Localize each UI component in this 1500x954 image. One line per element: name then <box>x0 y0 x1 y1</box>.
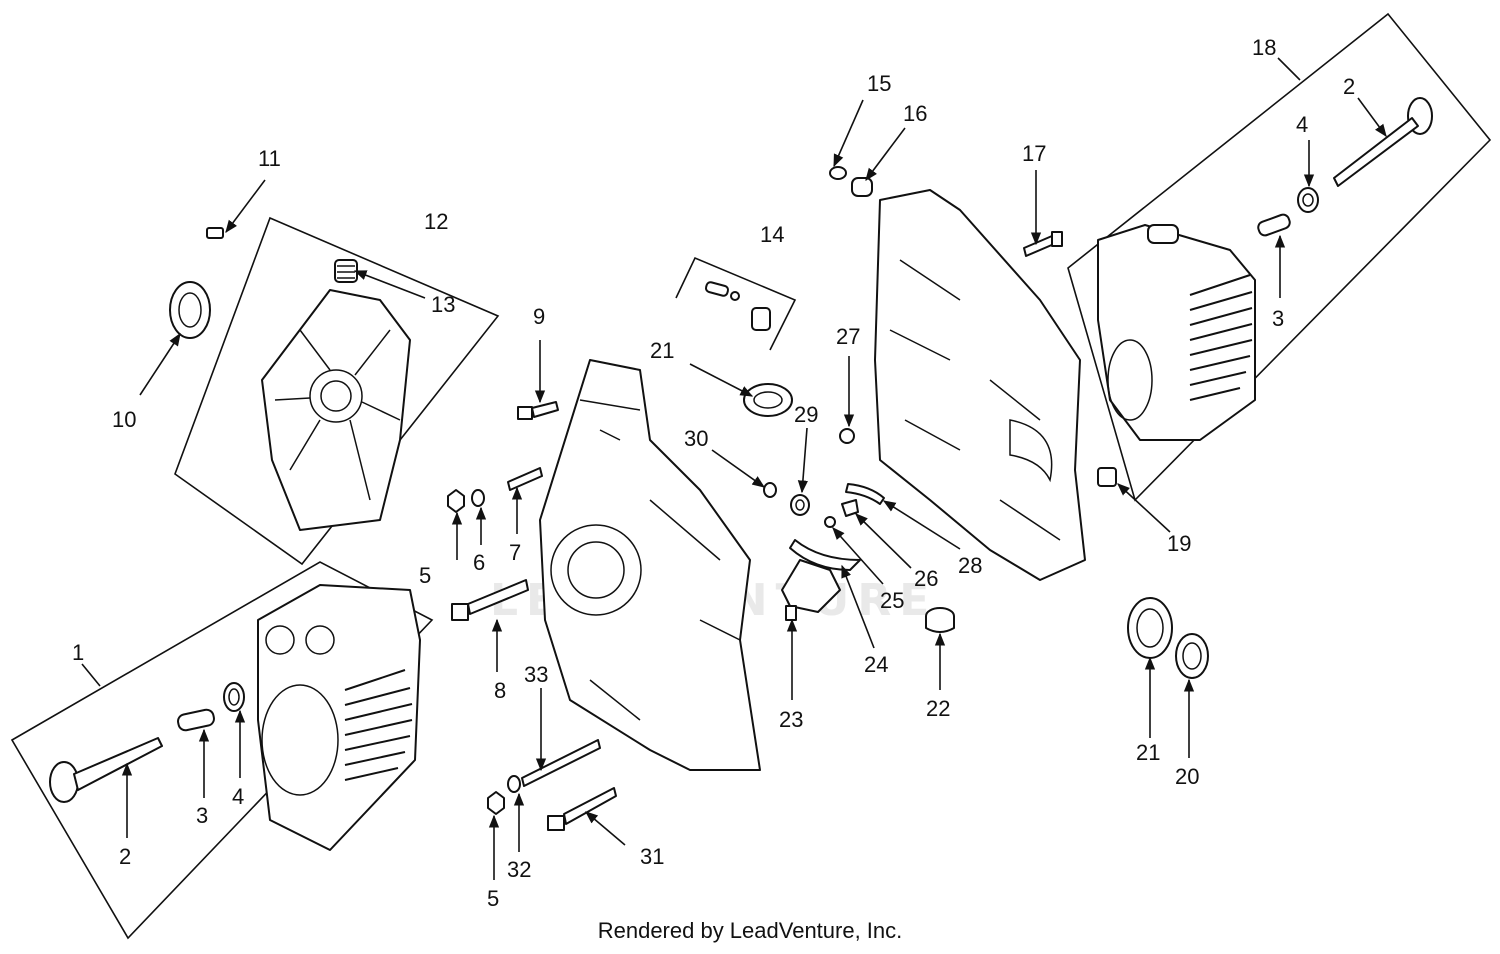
dowel-15 <box>829 166 847 180</box>
callout-20: 20 <box>1175 764 1199 789</box>
callout-27: 27 <box>836 324 860 349</box>
bolt-31 <box>547 787 617 831</box>
group-box-18 <box>1067 12 1492 502</box>
callout-28: 28 <box>958 553 982 578</box>
screw-25 <box>824 516 836 528</box>
gear-cover <box>261 289 411 531</box>
clip-26 <box>841 499 859 517</box>
bushing-16 <box>851 177 873 197</box>
tube-28 <box>845 483 885 505</box>
cylinder-right <box>1097 224 1256 441</box>
leader-lines <box>81 57 1387 880</box>
footer-credit: Rendered by LeadVenture, Inc. <box>597 918 903 943</box>
callout-labels: 1 2 3 4 5 6 7 8 9 10 11 12 13 14 15 16 1… <box>72 35 1355 911</box>
oring-27 <box>839 428 855 444</box>
pin-14a <box>704 281 740 301</box>
plug-13 <box>334 259 358 283</box>
bolt-9 <box>517 401 559 420</box>
callout-21-lower: 21 <box>1136 740 1160 765</box>
callout-2-right: 2 <box>1343 74 1355 99</box>
callout-5-lower: 5 <box>487 886 499 911</box>
seal-4-left <box>223 682 245 712</box>
callout-26: 26 <box>914 566 938 591</box>
callout-21-upper: 21 <box>650 338 674 363</box>
callout-29: 29 <box>794 402 818 427</box>
callout-19: 19 <box>1167 531 1191 556</box>
callout-22: 22 <box>926 696 950 721</box>
stud-17 <box>1023 231 1063 257</box>
callout-24: 24 <box>864 652 888 677</box>
callout-5-upper: 5 <box>419 563 431 588</box>
guide-3-left <box>177 708 215 732</box>
callout-32: 32 <box>507 857 531 882</box>
oil-seal-10 <box>169 281 211 339</box>
callout-4-right: 4 <box>1296 112 1308 137</box>
callout-18: 18 <box>1252 35 1276 60</box>
plug-22 <box>925 607 955 633</box>
group-box-14 <box>675 256 797 351</box>
washer-6 <box>471 489 485 507</box>
callout-6: 6 <box>473 550 485 575</box>
grommet-29 <box>790 494 810 516</box>
breather-23 <box>781 559 841 621</box>
sleeve-14b <box>751 307 771 331</box>
washer-30 <box>763 482 777 498</box>
callout-7: 7 <box>509 540 521 565</box>
callout-3-left: 3 <box>196 803 208 828</box>
valve-2-left <box>49 737 163 803</box>
group-box-1 <box>10 561 434 940</box>
callout-14: 14 <box>760 222 784 247</box>
callout-4-left: 4 <box>232 784 244 809</box>
callout-16: 16 <box>903 101 927 126</box>
callout-30: 30 <box>684 426 708 451</box>
callout-31: 31 <box>640 844 664 869</box>
plug-19 <box>1097 467 1117 487</box>
crankcase-right <box>874 189 1086 581</box>
nut-5-lower <box>487 791 505 815</box>
washer-32 <box>507 775 521 793</box>
callout-1: 1 <box>72 640 84 665</box>
seal-4-right <box>1297 187 1319 213</box>
bearing-21-upper <box>743 383 793 417</box>
cylinder-left <box>257 584 421 851</box>
callout-8: 8 <box>494 678 506 703</box>
seal-20 <box>1175 633 1209 679</box>
callout-23: 23 <box>779 707 803 732</box>
bearing-21-lower <box>1127 597 1173 659</box>
callout-33: 33 <box>524 662 548 687</box>
callout-12: 12 <box>424 209 448 234</box>
callout-13: 13 <box>431 292 455 317</box>
group-box-12 <box>174 216 500 566</box>
stud-33 <box>521 739 601 787</box>
guide-3-right <box>1257 213 1291 237</box>
callout-11: 11 <box>258 146 281 171</box>
nut-5-upper <box>447 489 465 513</box>
callout-15: 15 <box>867 71 891 96</box>
callout-9: 9 <box>533 304 545 329</box>
crankcase <box>539 359 761 771</box>
screw-11 <box>206 227 224 239</box>
bolt-8 <box>451 579 529 621</box>
callout-2-left: 2 <box>119 844 131 869</box>
callout-10: 10 <box>112 407 136 432</box>
callout-17: 17 <box>1022 141 1046 166</box>
valve-2-right <box>1333 97 1433 187</box>
stud-7 <box>507 467 543 491</box>
callout-3-right: 3 <box>1272 306 1284 331</box>
callout-25: 25 <box>880 588 904 613</box>
